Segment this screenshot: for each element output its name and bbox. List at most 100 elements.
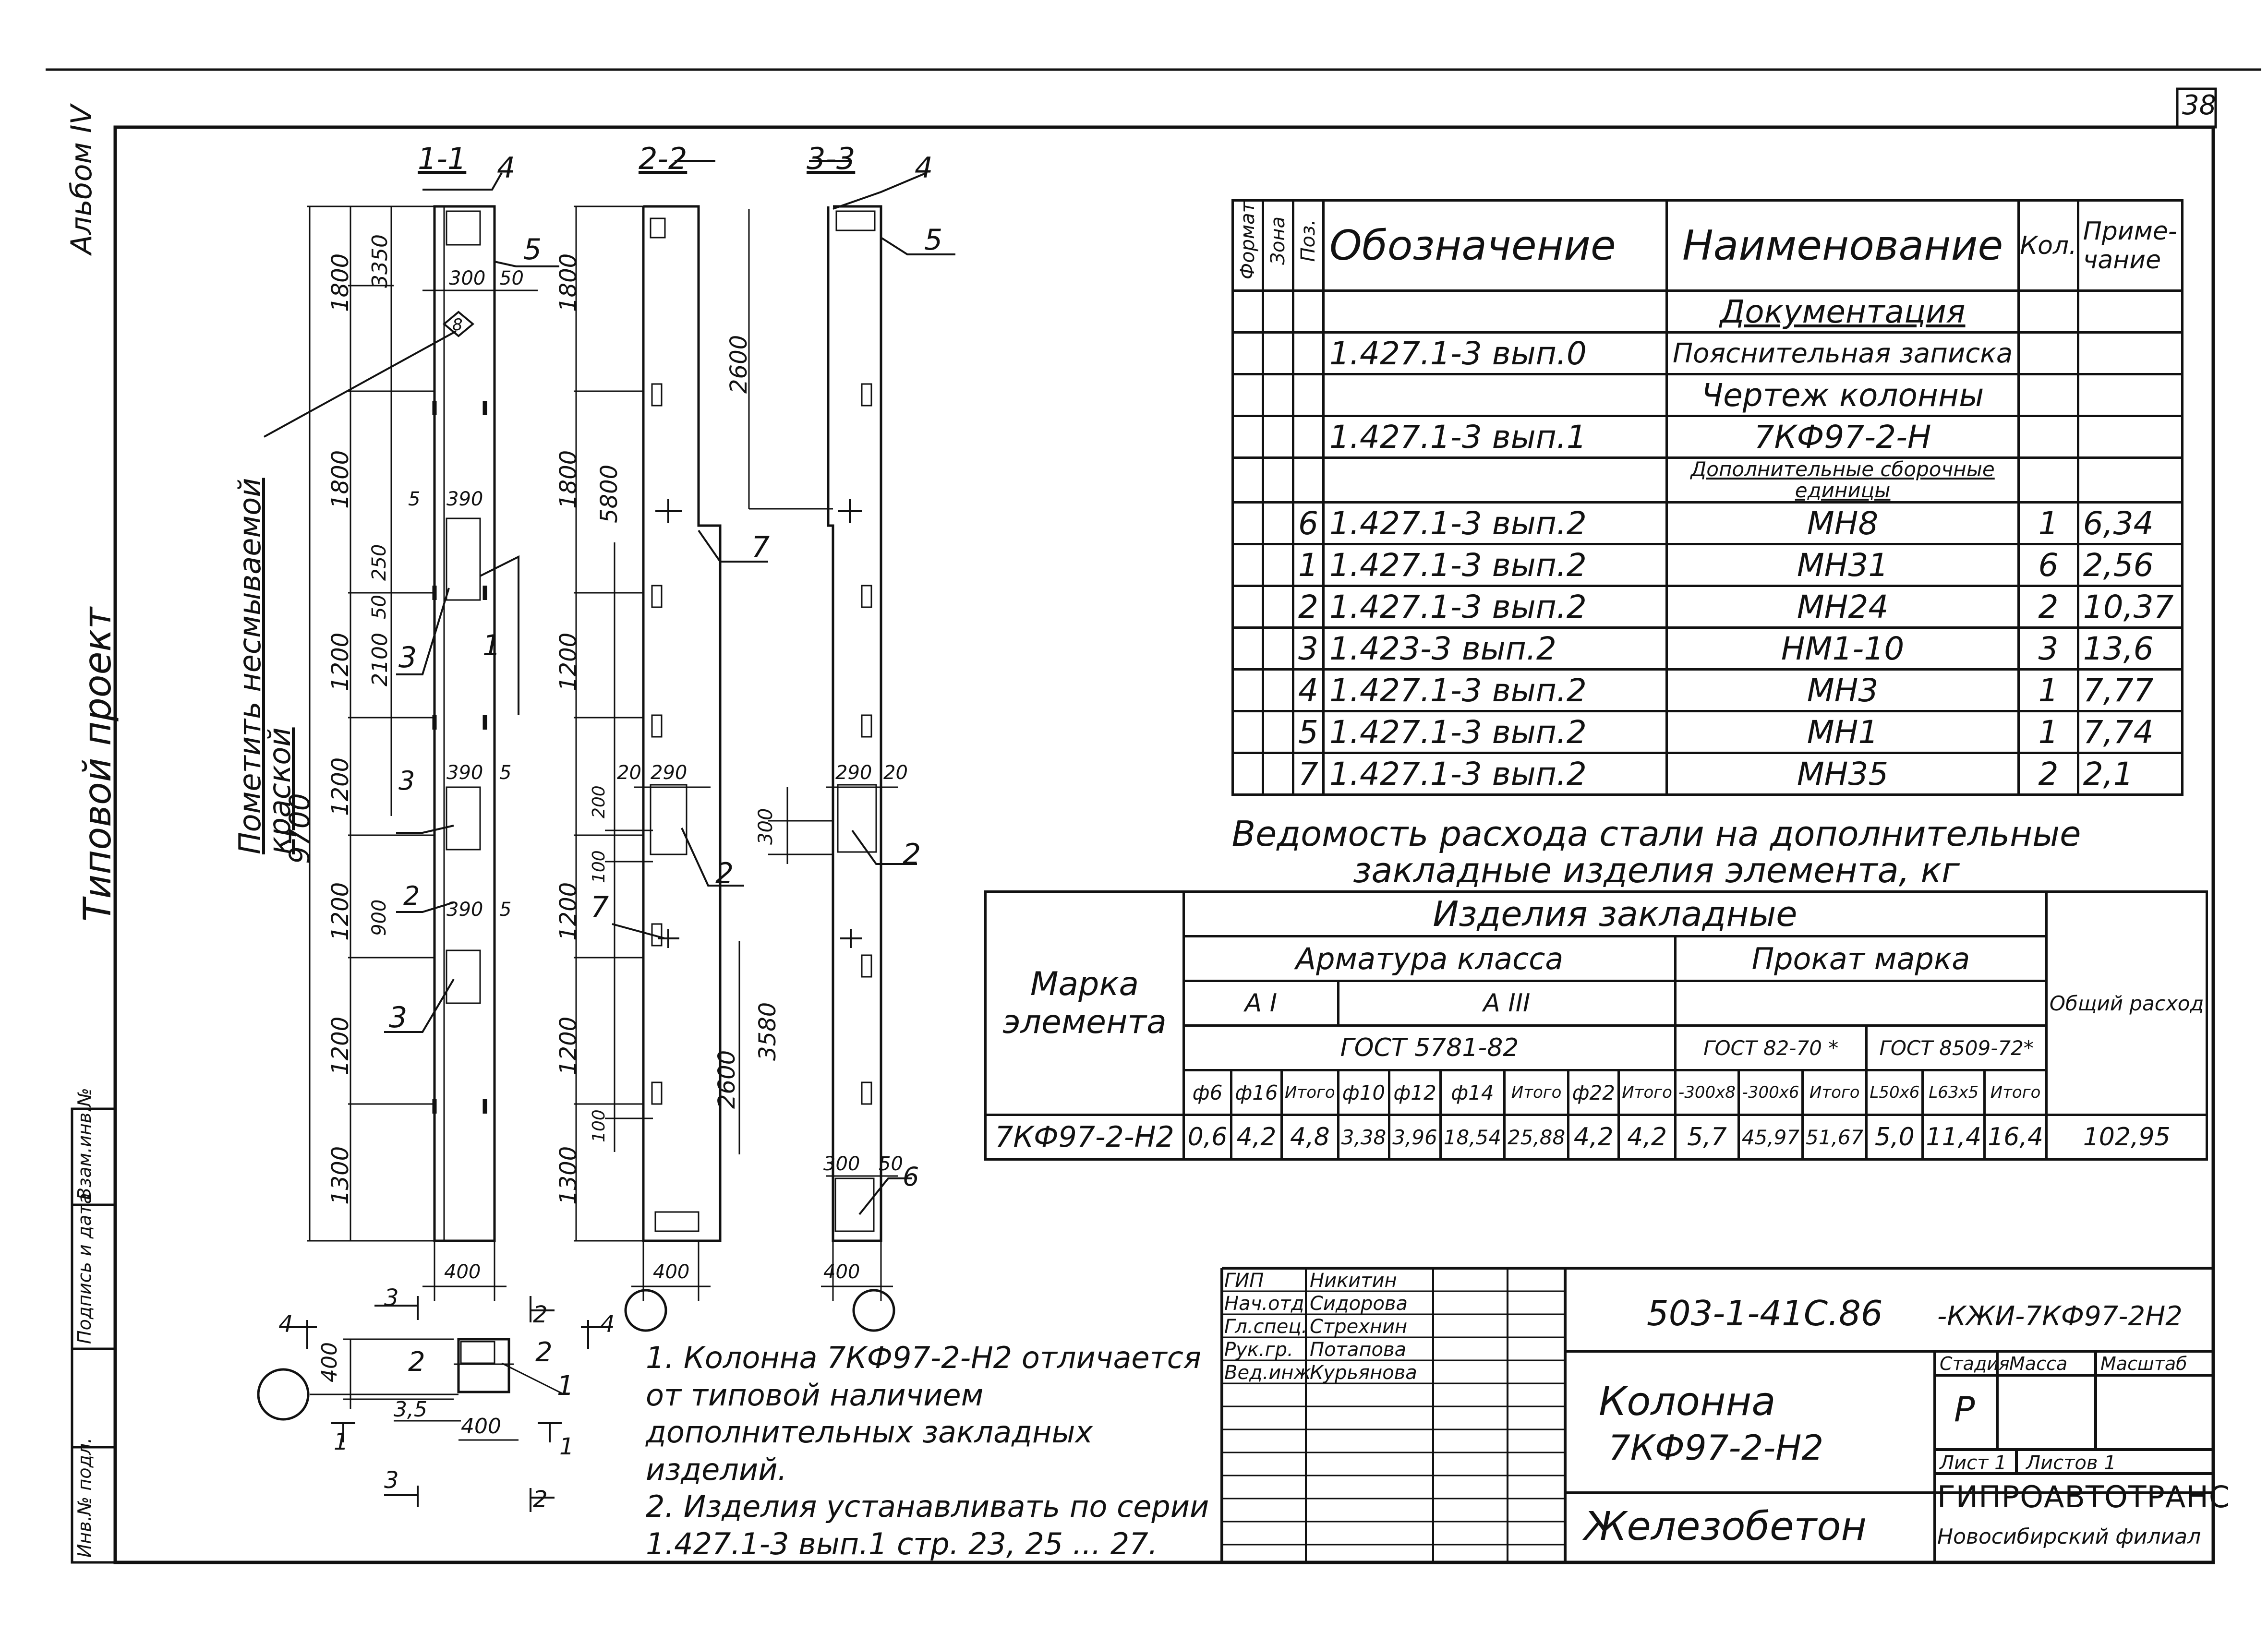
pos-marker-3a: 3 bbox=[398, 641, 417, 674]
leaders-2 bbox=[612, 160, 768, 939]
section-label-1: 1-1 bbox=[418, 141, 467, 176]
pos-marker-7a: 7 bbox=[751, 530, 770, 564]
steel-data-row: 7КФ97-2-Н2 0,6 4,2 4,8 3,38 3,96 18,54 2… bbox=[984, 1114, 2208, 1161]
dim-400-col2: 400 bbox=[653, 1261, 690, 1283]
dim-5b: 5 bbox=[499, 762, 512, 784]
spec-col-note: Приме-чание bbox=[2076, 199, 2184, 292]
tb-org: ГИПРОАВТОТРАНС bbox=[1937, 1479, 2231, 1514]
tb-role-4: Вед.инж bbox=[1224, 1362, 1311, 1384]
pos-marker-2a: 2 bbox=[403, 881, 420, 911]
dim-5a: 5 bbox=[408, 488, 421, 510]
dim-50-base: 50 bbox=[879, 1153, 903, 1175]
tb-scale-label: Масштаб bbox=[2100, 1353, 2187, 1374]
pos-marker-4a: 4 bbox=[497, 151, 516, 185]
tb-object-mark: 7КФ97-2-Н2 bbox=[1608, 1428, 1824, 1468]
tb-name-4: Курьянова bbox=[1310, 1362, 1417, 1384]
sheet-number-box bbox=[2176, 87, 2217, 129]
steel-table: Марка элемента Изделия закладные Общий р… bbox=[984, 890, 2208, 1161]
plan-dim-3-5: 3,5 bbox=[394, 1397, 427, 1422]
dimension-chains-1 bbox=[307, 205, 538, 1301]
tb-sheet: Лист 1 bbox=[1940, 1452, 2007, 1474]
sheet-number: 38 bbox=[2182, 90, 2217, 121]
pos-marker-5b: 5 bbox=[924, 223, 943, 257]
spec-col-designation: Обозначение bbox=[1322, 199, 1668, 292]
plan-dim-400-h: 400 bbox=[461, 1414, 501, 1439]
tb-stage: Р bbox=[1954, 1389, 1975, 1429]
dim-5c: 5 bbox=[499, 899, 512, 921]
plan-cut-3a: 3 bbox=[384, 1284, 399, 1311]
tb-name-1: Сидорова bbox=[1310, 1293, 1408, 1315]
steel-col-total: Общий расход bbox=[2045, 890, 2208, 1116]
notes: 1. Колонна 7КФ97-2-Н2 отличается от типо… bbox=[646, 1339, 1217, 1562]
plan-cut-3b: 3 bbox=[384, 1467, 399, 1494]
dim-20: 20 bbox=[617, 762, 641, 784]
spec-row: Документация bbox=[1231, 289, 2184, 334]
pos-marker-3b: 3 bbox=[398, 766, 415, 796]
sheet-frame bbox=[113, 125, 2215, 1564]
dim-300: 300 bbox=[449, 267, 486, 289]
tb-role-1: Нач.отд bbox=[1224, 1293, 1304, 1315]
steel-gost-rolled-1: ГОСТ 82-70 * bbox=[1674, 1024, 1868, 1071]
spec-row: Дополнительные сборочные единицы bbox=[1231, 456, 2184, 504]
dim-290-col3: 290 bbox=[835, 762, 872, 784]
steel-items-header: Изделия закладные bbox=[1182, 890, 2048, 937]
plan-cut-4a: 4 bbox=[278, 1311, 293, 1338]
dim-400-col3: 400 bbox=[823, 1261, 860, 1283]
spec-col-format: Формат bbox=[1231, 199, 1264, 292]
dim-390c: 390 bbox=[446, 899, 483, 921]
tb-name-3: Потапова bbox=[1310, 1339, 1407, 1361]
plan-cut-2b: 2 bbox=[533, 1486, 548, 1513]
pos-marker-4b: 4 bbox=[915, 151, 933, 185]
dim-290: 290 bbox=[651, 762, 688, 784]
tb-code-suffix: -КЖИ-7КФ97-2Н2 bbox=[1937, 1301, 2183, 1332]
steel-class-a1: А I bbox=[1182, 980, 1339, 1027]
dim-390b: 390 bbox=[446, 762, 483, 784]
column-1-1 bbox=[432, 205, 496, 1242]
axis-circle-2 bbox=[624, 1289, 667, 1332]
section-label-2: 2-2 bbox=[639, 141, 688, 176]
tb-role-0: ГИП bbox=[1224, 1270, 1264, 1292]
tb-material: Железобетон bbox=[1584, 1504, 1867, 1549]
tb-object-name: Колонна bbox=[1599, 1379, 1776, 1425]
steel-row-mark: 7КФ97-2-Н2 bbox=[984, 1114, 1185, 1161]
dim-20-col3: 20 bbox=[883, 762, 908, 784]
steel-column-headers: ф6 ф16 Итого ф10 ф12 ф14 Итого ф22 Итого… bbox=[986, 1069, 2207, 1116]
leaders-3 bbox=[809, 160, 955, 1215]
steel-class-a3: А III bbox=[1337, 980, 1677, 1027]
plan-cut-2a: 2 bbox=[533, 1301, 548, 1328]
steel-rolled-header: Прокат марка bbox=[1674, 935, 2048, 982]
steel-col-mark: Марка элемента bbox=[984, 890, 1185, 1116]
plan-pos-2b: 2 bbox=[535, 1337, 553, 1368]
pos-marker-7b: 7 bbox=[591, 890, 609, 924]
dim-400-col1: 400 bbox=[444, 1261, 481, 1283]
spec-col-name: Наименование bbox=[1665, 199, 2020, 292]
axis-circle-3 bbox=[852, 1289, 895, 1332]
tb-sheets: Листов 1 bbox=[2026, 1452, 2116, 1474]
pos-marker-1: 1 bbox=[483, 629, 501, 662]
pos-marker-2c: 2 bbox=[903, 838, 921, 871]
note-2: 2. Изделия устанавливать по серии 1.427.… bbox=[646, 1489, 1209, 1561]
pos-marker-6: 6 bbox=[903, 1162, 919, 1192]
plan-pos-1: 1 bbox=[557, 1370, 574, 1402]
spec-col-zone: Зона bbox=[1262, 199, 1294, 292]
tb-role-3: Рук.гр. bbox=[1224, 1339, 1293, 1361]
steel-rebar-header: Арматура класса bbox=[1182, 935, 1677, 982]
steel-gost-rebar: ГОСТ 5781-82 bbox=[1182, 1024, 1677, 1071]
note-1: 1. Колонна 7КФ97-2-Н2 отличается от типо… bbox=[646, 1340, 1202, 1487]
steel-table-title: Ведомость расхода стали на дополнительны… bbox=[1231, 814, 2081, 890]
steel-row-total: 102,95 bbox=[2045, 1114, 2208, 1161]
spec-header-row: Формат Зона Поз. Обозначение Наименовани… bbox=[1231, 199, 2184, 292]
axis-circle-plan bbox=[257, 1368, 310, 1421]
plan-pos-2: 2 bbox=[408, 1346, 425, 1378]
plan-cut-1a: 1 bbox=[334, 1428, 349, 1455]
pos-marker-5a: 5 bbox=[523, 233, 542, 266]
specification-table: Формат Зона Поз. Обозначение Наименовани… bbox=[1231, 199, 2184, 796]
leaders-1 bbox=[264, 172, 559, 1033]
